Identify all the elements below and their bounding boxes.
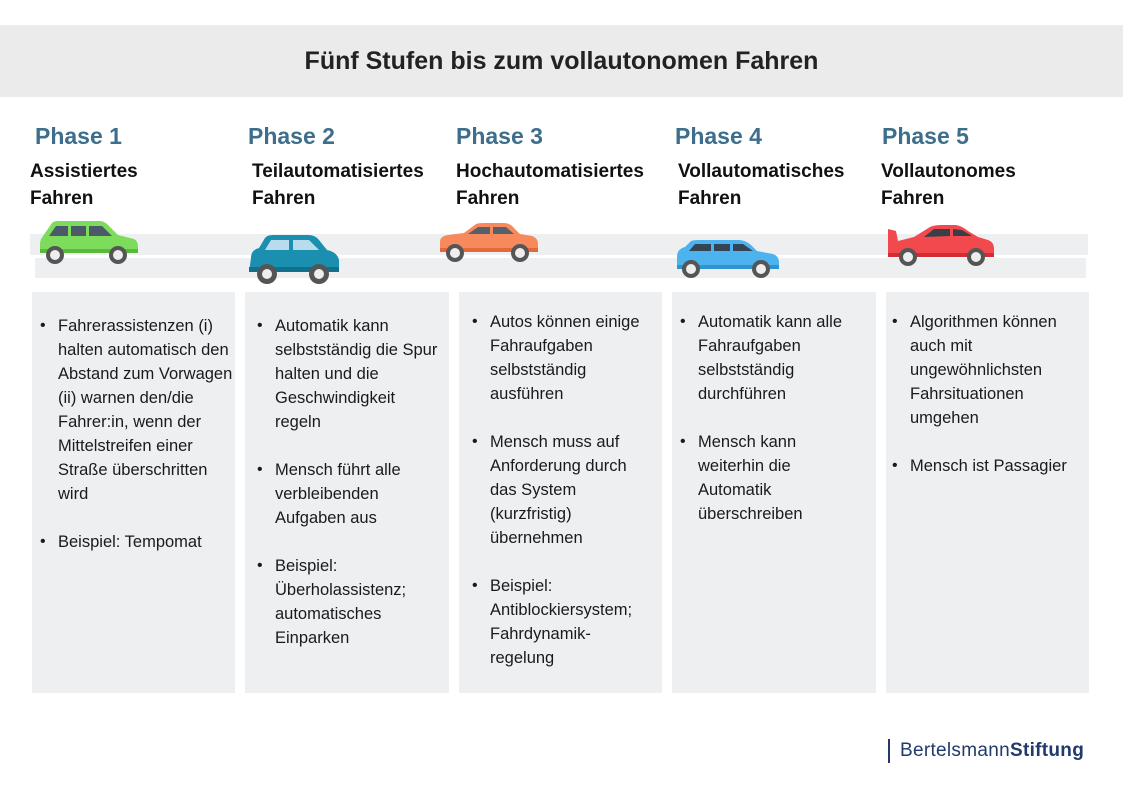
road-divider (30, 255, 1088, 258)
page-title: Fünf Stufen bis zum vollautonomen Fahren (304, 46, 819, 75)
phase-label: Phase 4 (675, 123, 762, 149)
car-body (440, 223, 538, 252)
phase-panel-5: Algorithmen können auch mit ungewöhnlich… (886, 292, 1089, 693)
phase-name-line1: Assistiertes (30, 161, 138, 182)
phase-header-3: Phase 3 Hochautomatisiertes Fahren (451, 122, 666, 212)
bullet-list: Automatik kann selbstständig die Spur ha… (245, 314, 449, 650)
bullet-item: Mensch führt alle verbleibenden Aufgaben… (257, 458, 441, 530)
bullet-list: Fahrerassistenzen (i) halten automatisch… (32, 314, 235, 554)
phase-header-5: Phase 5 Vollautonomes Fahren (877, 122, 1092, 212)
bullet-item: Beispiel: Tempomat (40, 530, 235, 554)
bullet-list: Algorithmen können auch mit ungewöhnlich… (886, 310, 1089, 478)
bullet-item: Fahrerassistenzen (i) halten automatisch… (40, 314, 235, 506)
bullet-item: Beispiel: Überholassistenz; automatische… (257, 554, 441, 650)
bullet-list: Automatik kann alle Fahraufgaben selbsts… (672, 310, 876, 526)
phase-panel-2: Automatik kann selbstständig die Spur ha… (245, 292, 449, 693)
bullet-item: Automatik kann alle Fahraufgaben selbsts… (680, 310, 866, 406)
bullet-item: Autos können einige Fahraufgaben selbsts… (472, 310, 654, 406)
teal-car-icon (249, 235, 339, 284)
phase-label: Phase 5 (882, 123, 969, 149)
bertelsmann-stiftung-logo: BertelsmannStiftung (888, 739, 1084, 763)
phase-name-line2: Fahren (456, 188, 520, 209)
bullet-item: Automatik kann selbstständig die Spur ha… (257, 314, 441, 434)
phase-header-2: Phase 2 Teilautomatisiertes Fahren (243, 122, 448, 212)
orange-car-icon (440, 223, 538, 262)
phase-name-line2: Fahren (252, 188, 316, 209)
phase-name-line1: Vollautonomes (881, 161, 1016, 182)
bullet-item: Beispiel: Antiblockiersystem; Fahrdynami… (472, 574, 654, 670)
phase-name-line2: Fahren (30, 188, 94, 209)
bullet-list: Autos können einige Fahraufgaben selbsts… (459, 310, 662, 670)
phase-name-line1: Vollautomatisches (678, 161, 845, 182)
title-bar: Fünf Stufen bis zum vollautonomen Fahren (0, 25, 1123, 97)
phase-label: Phase 3 (456, 123, 543, 149)
phase-label: Phase 1 (35, 123, 122, 149)
logo-part1: Bertelsmann (900, 740, 1010, 761)
phase-name-line2: Fahren (678, 188, 742, 209)
bullet-item: Mensch ist Passagier (892, 454, 1077, 478)
phase-panel-3: Autos können einige Fahraufgaben selbsts… (459, 292, 662, 693)
bullet-item: Algorithmen können auch mit ungewöhnlich… (892, 310, 1077, 430)
red-sports-car-icon (888, 225, 994, 266)
phase-name-line2: Fahren (881, 188, 945, 209)
car-body (888, 225, 994, 257)
bullet-item: Mensch kann weiterhin die Automatik über… (680, 430, 866, 526)
logo-part2: Stiftung (1009, 740, 1085, 761)
phase-header-4: Phase 4 Vollautomatisches Fahren (670, 122, 885, 212)
bullet-item: Mensch muss auf Anforderung durch das Sy… (472, 430, 654, 550)
blue-car-icon (677, 240, 779, 278)
phase-name-line1: Teilautomatisiertes (252, 161, 424, 182)
phase-panel-4: Automatik kann alle Fahraufgaben selbsts… (672, 292, 876, 693)
phase-header-1: Phase 1 Assistiertes Fahren (30, 122, 245, 212)
green-car-icon (40, 221, 138, 264)
phase-panel-1: Fahrerassistenzen (i) halten automatisch… (32, 292, 235, 693)
phase-name-line1: Hochautomatisiertes (456, 161, 644, 182)
phase-label: Phase 2 (248, 123, 335, 149)
